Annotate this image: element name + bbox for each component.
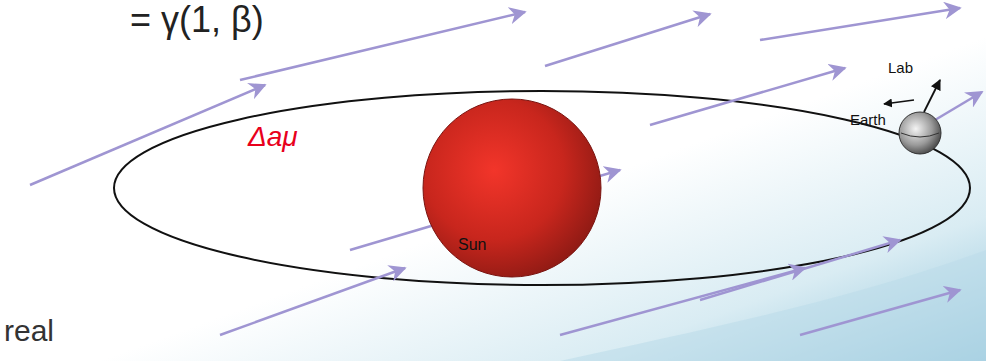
field-arrow <box>240 12 525 80</box>
earth-shape <box>898 111 942 155</box>
field-arrow <box>700 240 900 300</box>
earth-sphere: Earth <box>898 111 942 155</box>
field-arrow <box>220 268 405 335</box>
earth-disc <box>899 112 941 154</box>
equator-line <box>901 133 939 137</box>
formula-text: = γ(1, β) <box>130 0 264 40</box>
field-arrow <box>935 92 982 120</box>
field-arrow <box>800 290 960 335</box>
field-arrow <box>560 268 805 335</box>
slide-text: real <box>4 314 54 347</box>
earth-label: Earth <box>850 112 886 129</box>
lab-label: Lab <box>888 60 913 77</box>
background-band <box>560 250 986 361</box>
spin-arrow <box>924 80 940 112</box>
field-arrow <box>650 68 845 125</box>
field-arrow <box>545 14 710 66</box>
sun-circle: Sun <box>422 98 602 278</box>
anomaly-label: Δaμ <box>248 122 298 153</box>
sun-label: Sun <box>458 236 486 254</box>
velocity-arrow <box>884 100 914 104</box>
field-arrow <box>760 8 960 40</box>
field-arrow <box>30 85 265 185</box>
sun-disc <box>423 99 601 277</box>
sun-shape <box>422 98 602 278</box>
field-arrows <box>30 8 982 335</box>
orbit-ellipse <box>114 91 970 285</box>
